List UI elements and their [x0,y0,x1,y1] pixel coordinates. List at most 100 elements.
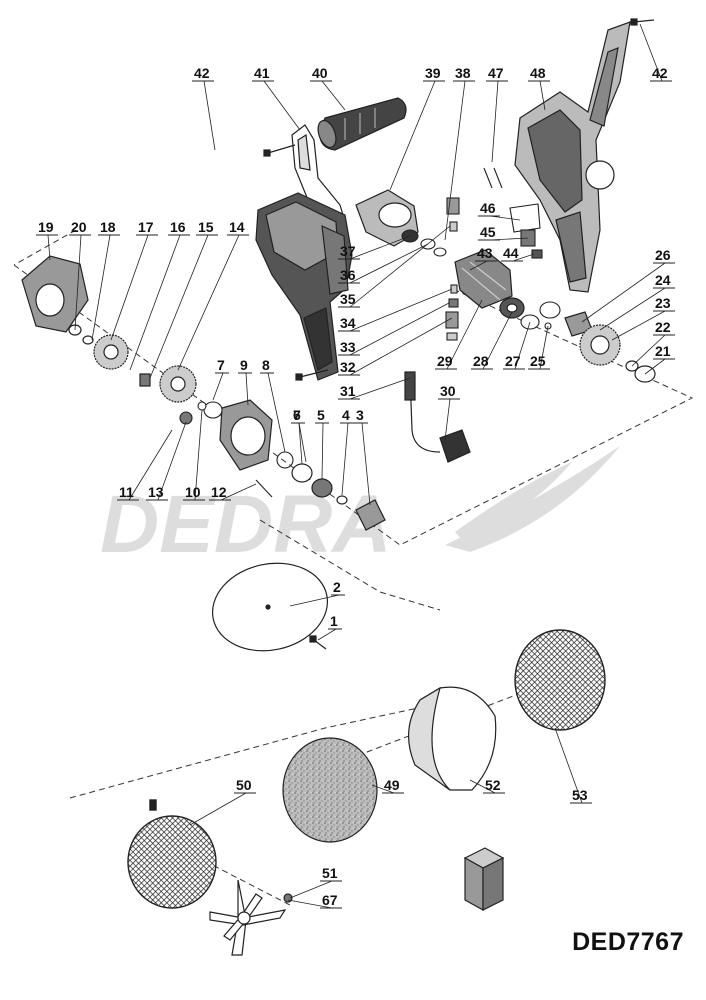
part-number: 20 [71,219,87,235]
part-label-40: 40 [310,65,346,111]
rotor [454,249,525,319]
gear-cover [219,399,273,471]
part-number: 32 [340,359,356,375]
leader-line [349,235,411,260]
part-number: 44 [503,245,519,261]
leader-line [514,321,531,370]
part-label-34: 34 [338,288,453,332]
part-label-37: 37 [338,235,411,260]
part-label-23: 23 [611,295,675,341]
part-label-26: 26 [581,247,675,323]
watermark-text: DEDRA [100,479,392,570]
leader-line [599,287,666,331]
part-number: 26 [655,247,671,263]
gear-housing [21,255,89,333]
part-label-32: 32 [338,317,453,376]
leader-line [129,234,181,371]
part-label-52: 52 [469,777,505,794]
motor-housing [255,192,353,381]
part-label-44: 44 [501,245,535,262]
leader-line [341,422,349,496]
power-cord [404,371,471,463]
model-number: DED7767 [572,928,684,956]
part-number: 31 [340,383,356,399]
part-label-27: 27 [503,321,531,370]
part-number: 16 [170,219,186,235]
part-label-7: 7 [291,407,307,463]
leader-line [446,299,483,370]
screw-42-left [263,144,329,381]
mixer-paddle [209,879,293,956]
part-number: 51 [322,865,338,881]
part-label-11: 11 [117,429,173,501]
part-number: 10 [185,484,201,500]
part-label-10: 10 [183,409,205,501]
part-number: 40 [312,65,328,81]
handle-grip [317,97,407,151]
block-67 [463,847,505,912]
leader-line [554,727,583,804]
sanding-mesh-53 [127,799,217,909]
part-number: 38 [455,65,471,81]
backing-plate [211,562,329,652]
part-number: 50 [236,777,252,793]
leader-line [194,409,203,501]
part-label-51: 51 [289,865,342,899]
fan [355,189,419,247]
part-number: 7 [217,357,225,373]
part-label-12: 12 [209,483,257,501]
part-number: 5 [317,407,325,423]
part-label-24: 24 [599,272,675,331]
part-label-20: 20 [69,219,91,331]
part-number: 12 [211,484,227,500]
part-label-13: 13 [146,421,187,501]
leader-line [91,234,111,341]
part-number: 42 [194,65,210,81]
front-handle [291,124,347,231]
gear-train-left [68,324,197,403]
part-number: 48 [530,65,546,81]
part-number: 36 [340,267,356,283]
leader-line [212,372,224,401]
part-label-21: 21 [644,343,675,375]
part-number: 4 [342,407,350,423]
housing-half [514,21,631,293]
part-number: 49 [384,777,400,793]
leader-line [177,234,240,371]
dedra-watermark: DEDRA [100,446,620,570]
leader-line [644,358,666,375]
part-number: 45 [480,224,496,240]
shaft-and-gear-right [564,311,656,383]
leader-line [203,80,216,151]
part-label-42: 42 [192,65,216,151]
part-label-17: 17 [110,219,158,341]
leader-line [469,260,488,271]
leader-line [349,288,453,332]
leader-line [349,317,453,376]
leader-line [639,23,663,82]
part-number: 6 [293,407,301,423]
part-label-48: 48 [528,65,550,111]
leader-line [349,377,411,400]
part-label-9: 9 [238,357,252,406]
part-label-49: 49 [371,777,404,794]
part-number: 42 [652,65,668,81]
leader-line [189,792,247,826]
part-label-38: 38 [444,65,475,241]
part-label-8: 8 [260,357,286,453]
leader-line [631,334,666,367]
part-number: 8 [262,357,270,373]
part-number: 19 [38,219,54,235]
motor-small-parts [401,197,460,341]
leader-line [539,80,546,111]
part-label-46: 46 [478,200,521,221]
leader-line [47,234,51,261]
leader-line [349,302,450,356]
part-label-30: 30 [438,383,460,441]
leader-line [581,262,666,323]
part-number: 23 [655,295,671,311]
part-label-5: 5 [315,407,329,480]
part-number: 47 [488,65,504,81]
